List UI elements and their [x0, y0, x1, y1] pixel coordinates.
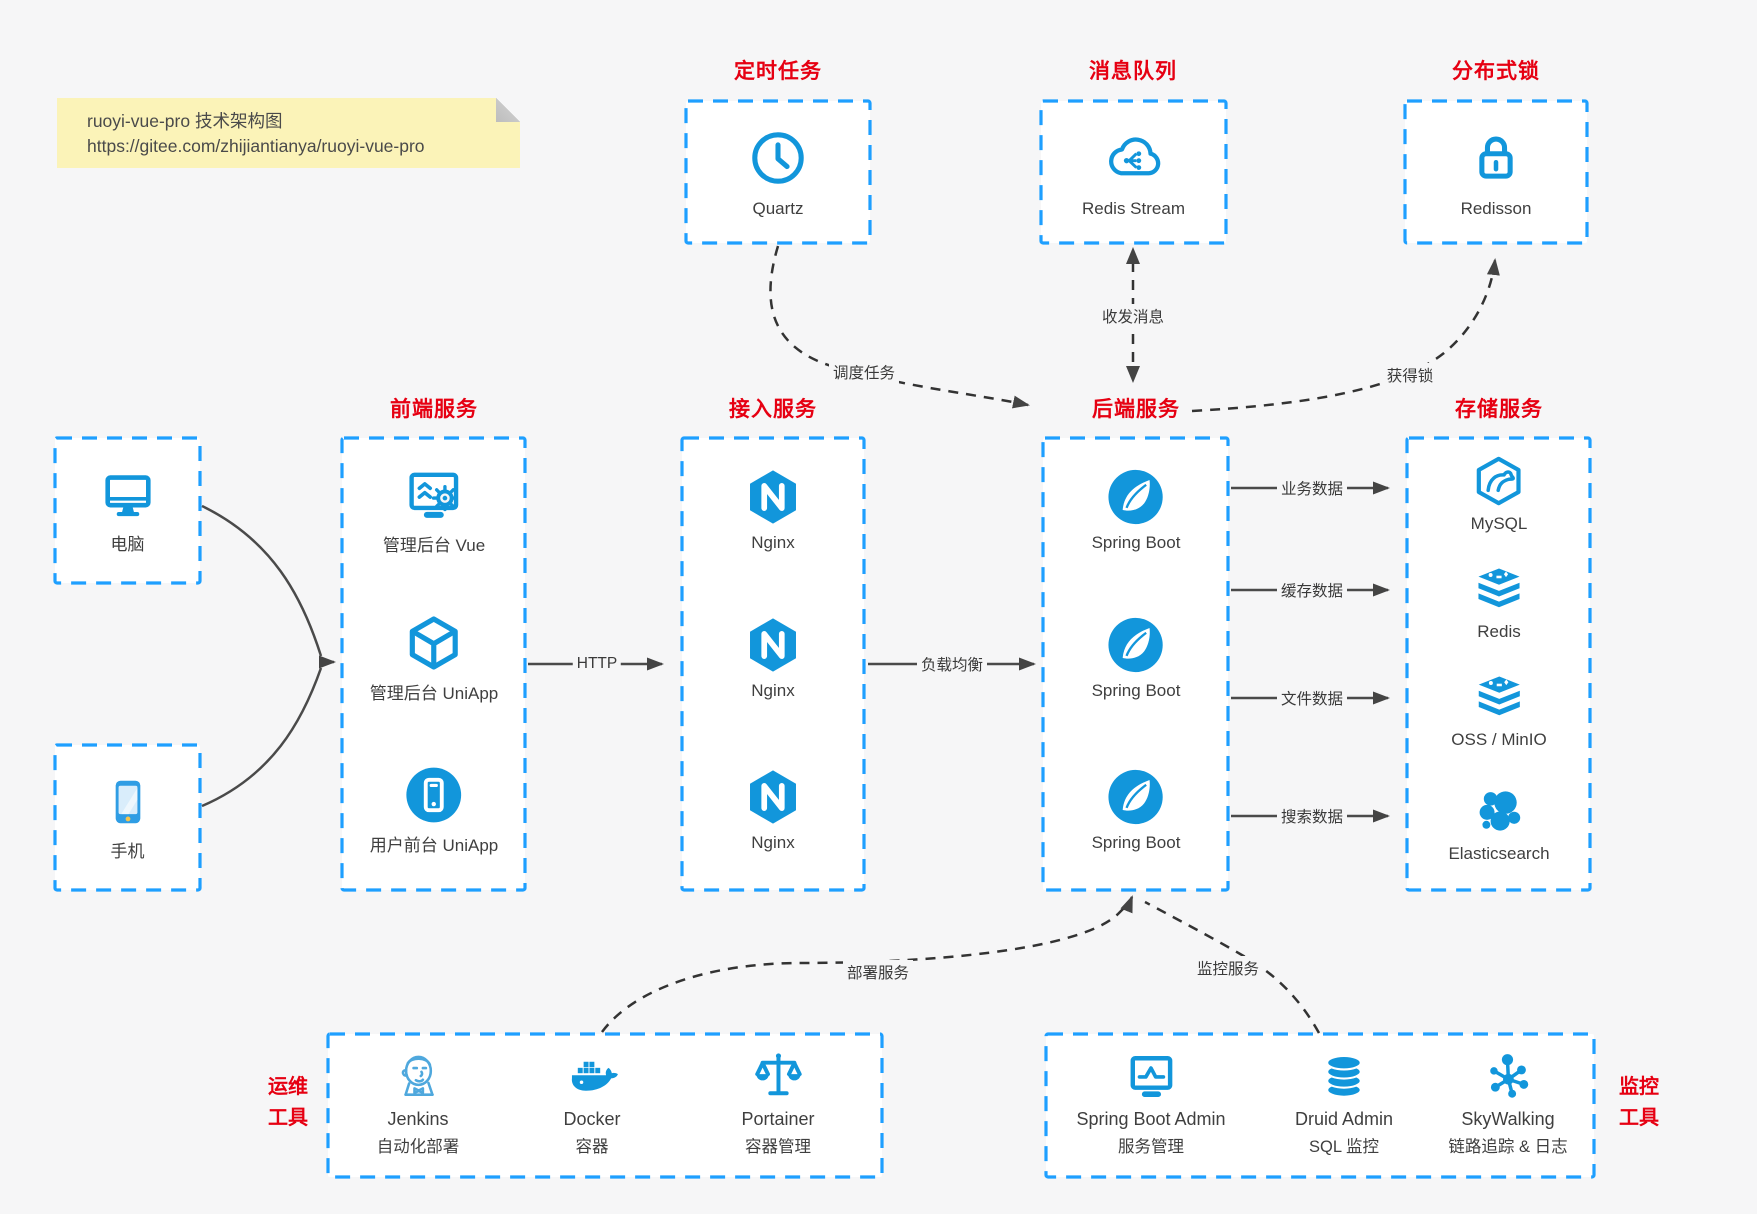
scales-icon	[750, 1048, 806, 1104]
node-mysql: MySQL	[1471, 453, 1527, 534]
edge-label-load-balance: 负载均衡	[916, 652, 988, 676]
edge-label-schedule: 调度任务	[828, 360, 900, 384]
nginx-icon	[742, 466, 804, 528]
title-storage: 存储服务	[1455, 398, 1543, 421]
node-graph-icon	[1480, 1048, 1536, 1104]
node-oss-minio: OSS / MinIO	[1451, 669, 1547, 750]
desktop-icon	[99, 466, 157, 524]
messaging-arrowhead-down	[1126, 366, 1140, 383]
node-docker: Docker 容器	[563, 1048, 621, 1157]
node-redisson: Redisson	[1405, 101, 1587, 243]
node-spring-boot-admin: Spring Boot Admin 服务管理	[1076, 1048, 1226, 1157]
jenkins-butler-icon	[390, 1048, 446, 1104]
edge-label-file-data: 文件数据	[1276, 686, 1348, 710]
edge-label-search-data: 搜索数据	[1276, 804, 1348, 828]
node-label: Quartz	[752, 198, 804, 218]
lock-icon	[1464, 126, 1528, 190]
edge-deploy-arrow	[600, 895, 1134, 1033]
edge-label-biz-data: 业务数据	[1276, 476, 1348, 500]
node-springboot-3: Spring Boot	[1092, 766, 1180, 853]
edge-schedule-arrow	[769, 245, 1030, 409]
note-fold-corner	[496, 98, 520, 122]
cloud-stream-icon	[1102, 126, 1166, 190]
uniapp-cube-icon	[403, 612, 465, 674]
spring-boot-icon	[1105, 766, 1167, 828]
node-label: 电脑	[110, 535, 145, 554]
elasticsearch-cluster-icon	[1471, 783, 1527, 839]
node-redis: Redis	[1471, 561, 1527, 642]
node-druid-admin: Druid Admin SQL 监控	[1295, 1048, 1393, 1157]
lock-box	[1403, 99, 1589, 245]
nginx-icon	[742, 614, 804, 676]
messaging-arrowhead-up	[1126, 247, 1140, 264]
note-url: https://gitee.com/zhijiantianya/ruoyi-vu…	[87, 136, 425, 156]
node-user-uniapp: 用户前台 UniApp	[370, 764, 498, 856]
monitor-tools-box	[1044, 1032, 1596, 1179]
admin-screen-gear-icon	[403, 464, 465, 526]
node-nginx-1: Nginx	[742, 466, 804, 553]
node-admin-vue: 管理后台 Vue	[383, 464, 485, 556]
node-nginx-2: Nginx	[742, 614, 804, 701]
user-app-icon	[403, 764, 465, 826]
smartphone-icon	[99, 773, 157, 831]
storage-box	[1405, 436, 1592, 892]
edge-label-messaging: 收发消息	[1097, 304, 1169, 328]
title-gateway: 接入服务	[729, 398, 817, 421]
edge-label-http: HTTP	[572, 654, 622, 674]
monitor-pulse-icon	[1123, 1048, 1179, 1104]
node-elasticsearch: Elasticsearch	[1448, 783, 1550, 864]
node-skywalking: SkyWalking 链路追踪 & 日志	[1448, 1048, 1568, 1157]
redis-stack-icon	[1471, 561, 1527, 617]
node-nginx-3: Nginx	[742, 766, 804, 853]
database-cylinder-icon	[1316, 1048, 1372, 1104]
sticky-note: ruoyi-vue-pro 技术架构图 https://gitee.com/zh…	[57, 98, 520, 168]
note-title: ruoyi-vue-pro 技术架构图	[87, 111, 283, 131]
node-mobile: 手机	[55, 745, 200, 890]
edge-label-get-lock: 获得锁	[1382, 363, 1438, 387]
title-scheduler: 定时任务	[734, 60, 822, 83]
node-redis-stream: Redis Stream	[1041, 101, 1226, 243]
node-label: 手机	[110, 842, 145, 861]
edge-label-monitor: 监控服务	[1192, 956, 1264, 980]
clock-icon	[746, 126, 810, 190]
node-pc: 电脑	[55, 438, 200, 583]
title-ops-tools: 运维 工具	[268, 1076, 308, 1129]
scheduler-box	[684, 99, 872, 245]
spring-boot-icon	[1105, 466, 1167, 528]
mysql-dolphin-icon	[1471, 453, 1527, 509]
edge-mobile-to-frontend	[201, 667, 323, 808]
title-lock: 分布式锁	[1452, 60, 1540, 83]
title-monitor-tools: 监控 工具	[1619, 1076, 1659, 1129]
node-label: Redisson	[1460, 198, 1532, 218]
edge-label-cache-data: 缓存数据	[1276, 578, 1348, 602]
node-quartz: Quartz	[686, 101, 870, 243]
edge-pc-to-frontend	[201, 504, 323, 657]
nginx-icon	[742, 766, 804, 828]
title-frontend: 前端服务	[390, 398, 478, 421]
title-mq: 消息队列	[1089, 60, 1177, 83]
docker-whale-icon	[564, 1048, 620, 1104]
node-jenkins: Jenkins 自动化部署	[377, 1048, 459, 1157]
title-backend: 后端服务	[1092, 398, 1180, 421]
edge-monitor-arrow	[1144, 900, 1321, 1034]
node-admin-uniapp: 管理后台 UniApp	[370, 612, 498, 704]
node-portainer: Portainer 容器管理	[741, 1048, 815, 1157]
ops-tools-box	[326, 1032, 884, 1179]
node-springboot-1: Spring Boot	[1092, 466, 1180, 553]
node-springboot-2: Spring Boot	[1092, 614, 1180, 701]
spring-boot-icon	[1105, 614, 1167, 676]
node-label: Redis Stream	[1082, 198, 1185, 218]
edge-label-deploy: 部署服务	[842, 960, 914, 984]
edge-get-lock-arrow	[1191, 258, 1500, 413]
storage-stack-icon	[1471, 669, 1527, 725]
